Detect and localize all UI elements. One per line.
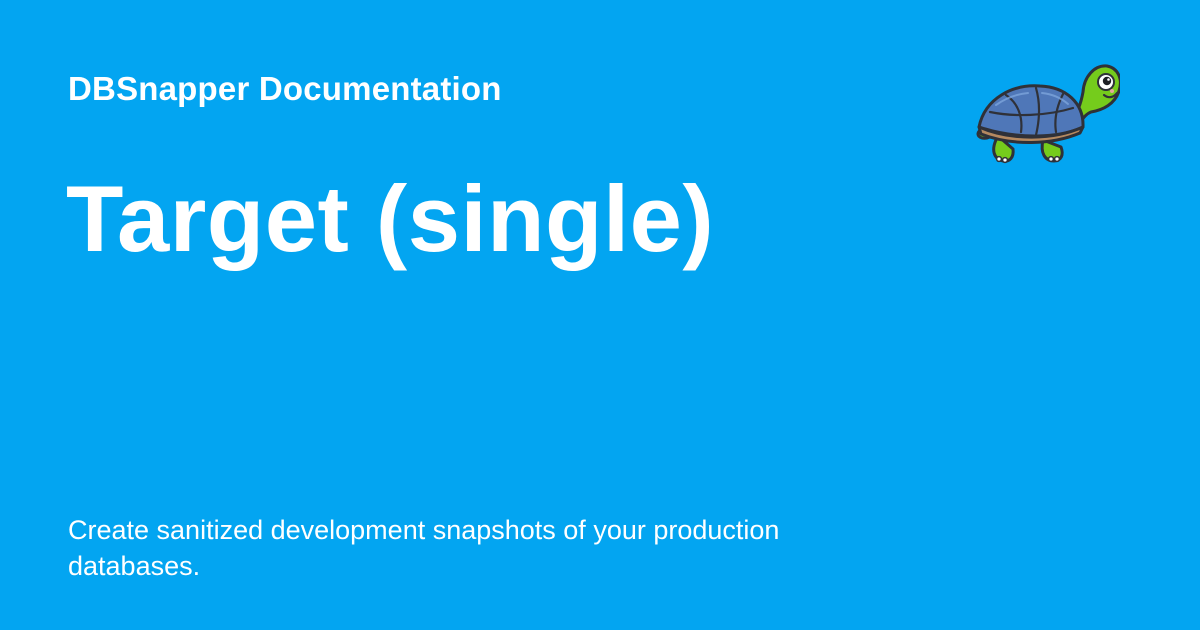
page-description: Create sanitized development snapshots o… [68, 515, 780, 581]
page-title: Target (single) [66, 166, 715, 271]
site-name: DBSnapper Documentation [68, 70, 502, 107]
turtle-mascot-icon [976, 64, 1120, 164]
